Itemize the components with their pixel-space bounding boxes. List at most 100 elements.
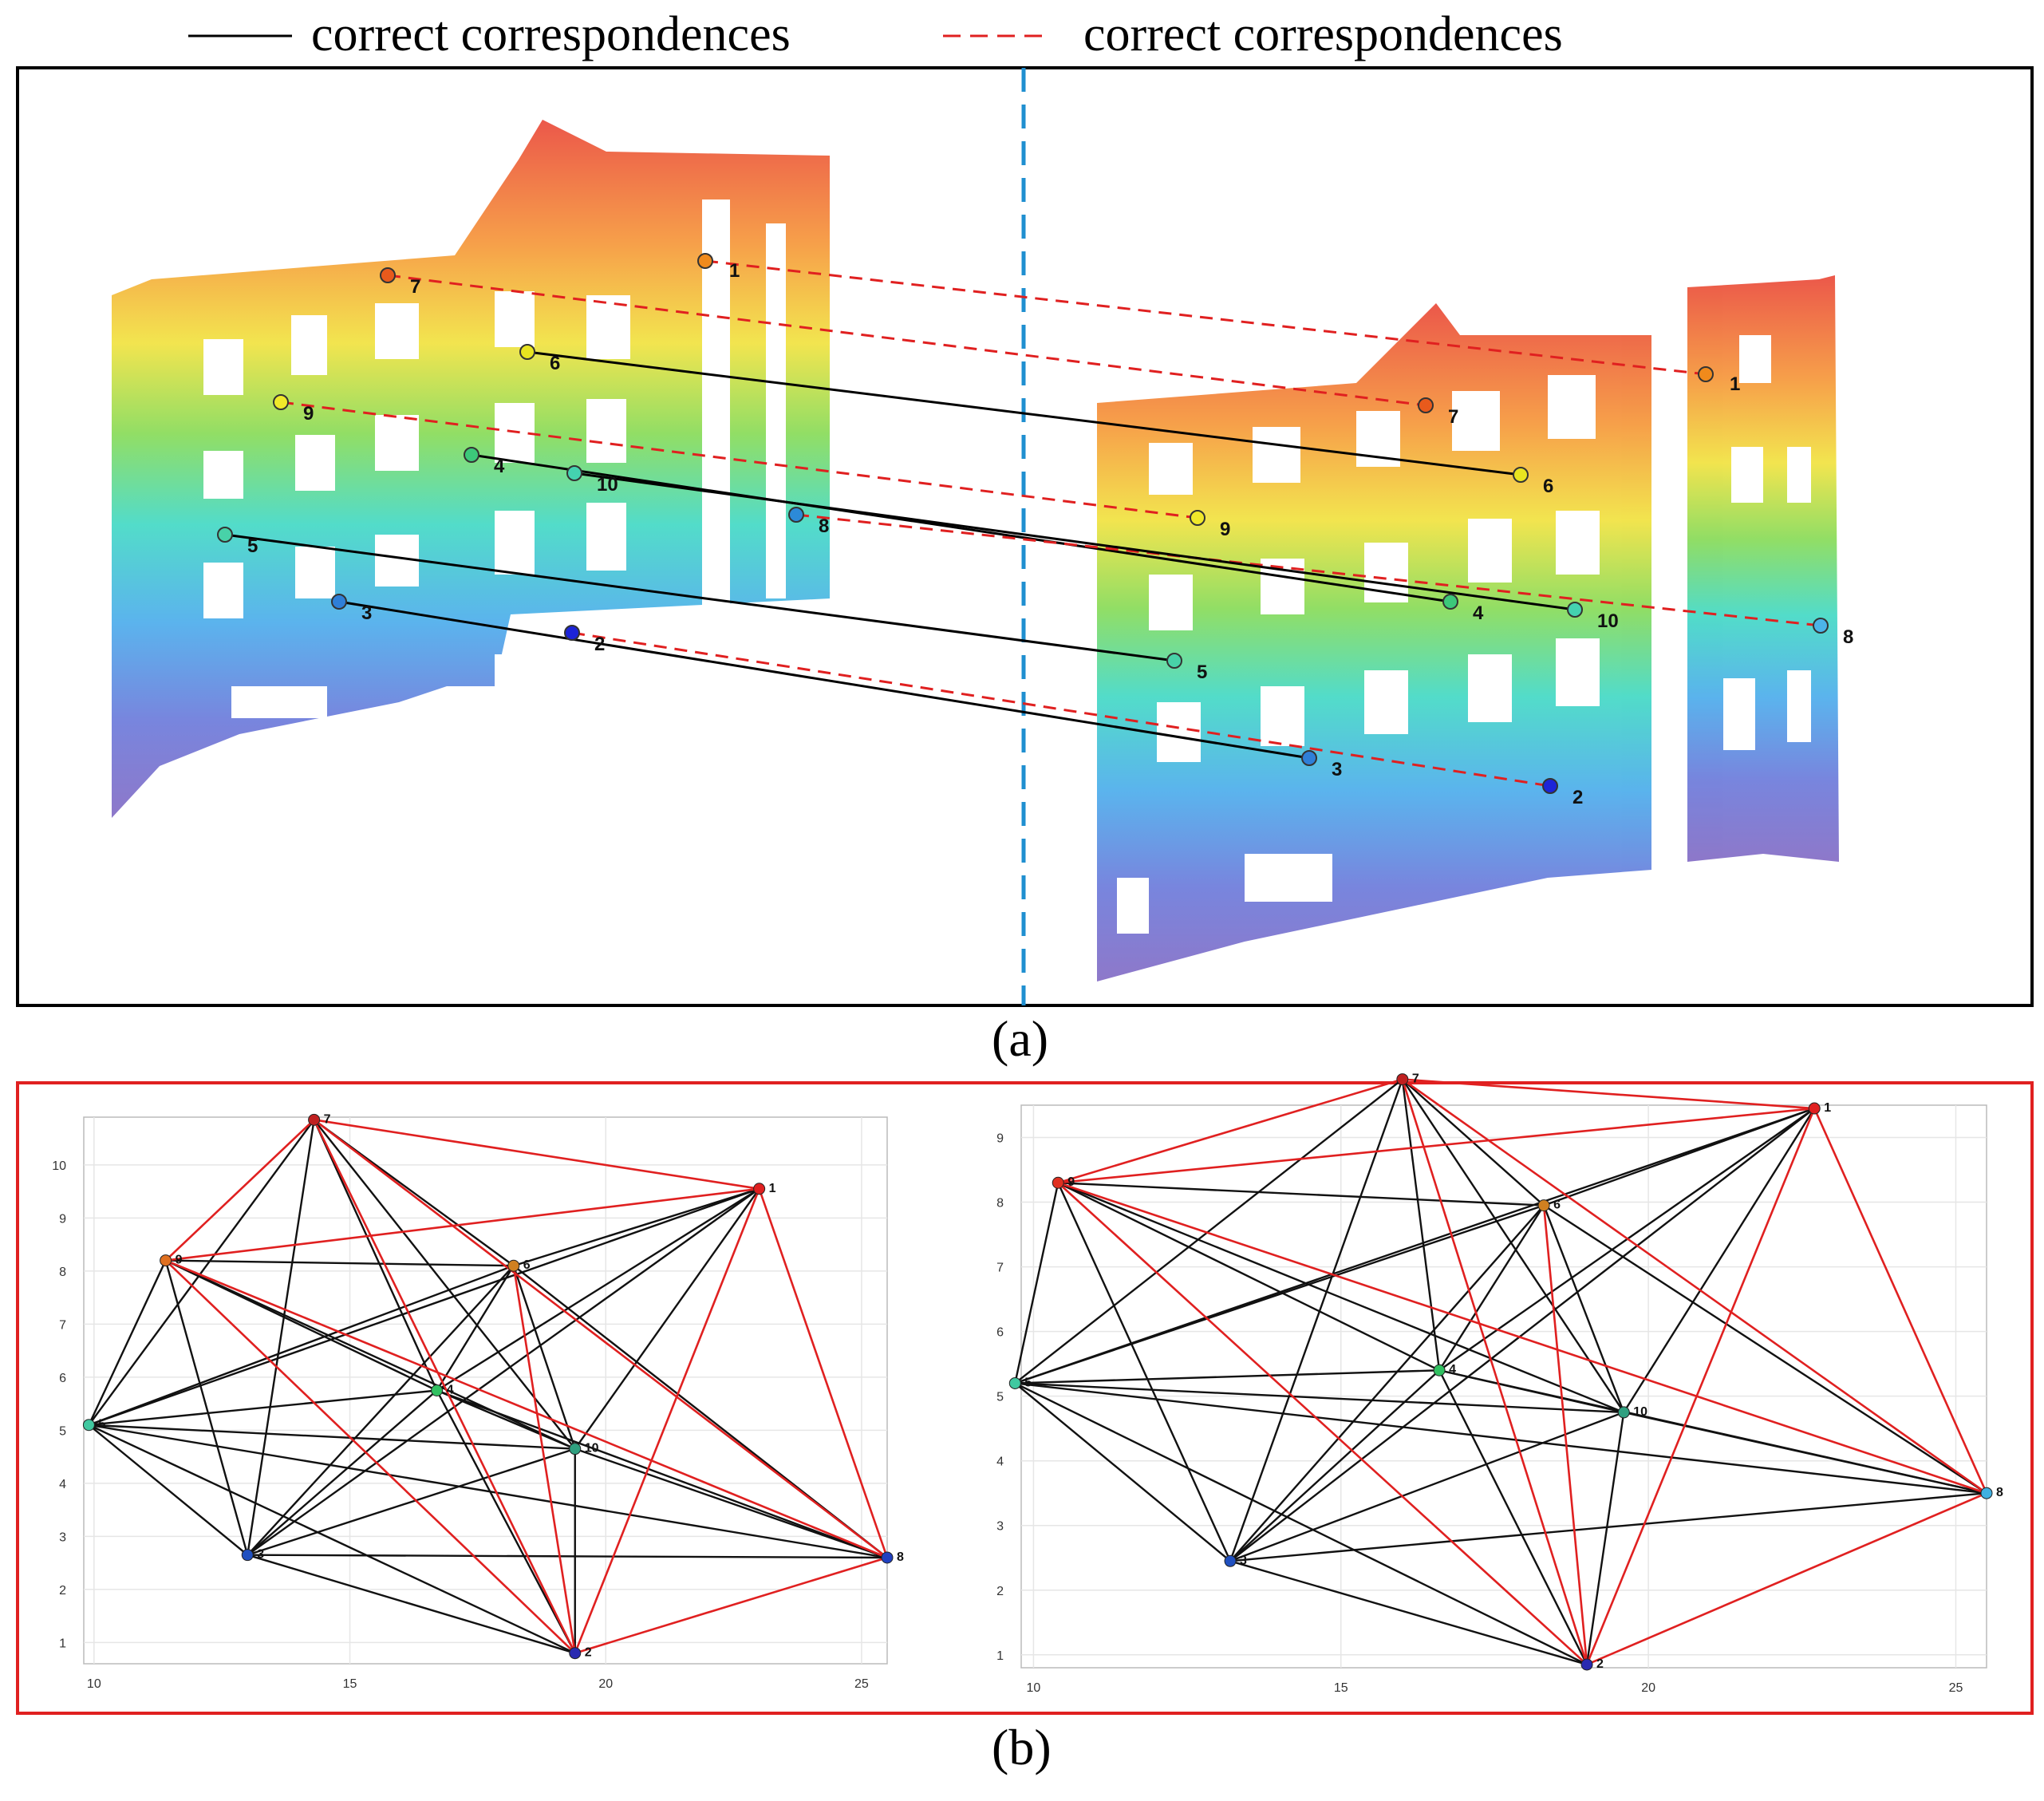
keypoint-label-left-2: 2: [594, 634, 605, 655]
edge-3-6: [247, 1265, 515, 1556]
edge-5-6: [1014, 1204, 1545, 1384]
edge-5-6: [88, 1265, 515, 1426]
y-tick-label: 8: [996, 1197, 1004, 1211]
caption-b: (b): [992, 1719, 1052, 1775]
x-tick-label: 20: [598, 1677, 613, 1691]
graph-node-8: [1980, 1487, 1993, 1499]
edge-3-9: [164, 1260, 249, 1555]
edge-5-8: [1015, 1382, 1987, 1495]
graph-node-label-10: 10: [585, 1442, 599, 1455]
keypoint-left-5: [217, 527, 233, 543]
x-tick-label: 25: [854, 1677, 869, 1691]
graph-node-4: [431, 1384, 444, 1396]
graph-node-label-1: 1: [769, 1182, 776, 1195]
keypoint-left-3: [331, 594, 347, 610]
edge-7-9: [164, 1119, 315, 1262]
keypoint-label-left-8: 8: [819, 515, 829, 537]
y-tick-label: 9: [59, 1212, 66, 1226]
edge-2-4: [436, 1389, 576, 1654]
edge-2-8: [1586, 1492, 1987, 1666]
graph-node-label-5: 5: [1024, 1376, 1032, 1389]
correspondence-lines: [224, 259, 1821, 788]
legend-dashed-label: correct correspondences: [1083, 7, 1563, 61]
y-tick-label: 9: [996, 1132, 1004, 1146]
keypoint-left-8: [788, 507, 804, 523]
keypoint-label-right-10: 10: [1597, 610, 1619, 632]
graph-node-7: [1396, 1073, 1409, 1086]
graph-node-label-9: 9: [176, 1254, 183, 1267]
keypoint-left-10: [566, 465, 582, 481]
legend-dashed-swatch: [943, 34, 1047, 38]
graph-node-7: [308, 1113, 321, 1126]
edge-3-10: [1229, 1411, 1624, 1562]
x-tick-label: 10: [87, 1677, 101, 1691]
black-edges: [1014, 1078, 1987, 1666]
y-tick-label: 7: [59, 1318, 66, 1332]
edge-9-10: [165, 1259, 576, 1450]
keypoint-label-right-8: 8: [1843, 626, 1853, 648]
correspondence-line-1: [704, 259, 1707, 376]
edge-2-3: [1229, 1560, 1588, 1666]
keypoint-label-left-1: 1: [729, 260, 740, 282]
right-windows: [1117, 335, 1811, 934]
edge-6-10: [1542, 1205, 1625, 1413]
correspondence-line-5: [224, 533, 1175, 662]
keypoint-label-right-6: 6: [1543, 476, 1553, 497]
keypoint-label-left-7: 7: [410, 276, 420, 298]
keypoint-left-9: [273, 394, 289, 410]
edge-4-9: [1057, 1182, 1440, 1372]
y-tick-label: 10: [52, 1159, 66, 1173]
keypoint-right-3: [1301, 750, 1317, 766]
correspondence-line-4: [471, 453, 1451, 603]
keypoint-label-right-1: 1: [1730, 373, 1740, 395]
edge-1-10: [574, 1188, 760, 1450]
edge-1-7: [1402, 1078, 1815, 1110]
panel-b-frame: [16, 1081, 2034, 1715]
correspondence-line-9: [280, 401, 1198, 519]
edge-1-9: [1058, 1107, 1815, 1184]
keypoint-label-right-9: 9: [1220, 519, 1230, 540]
legend-solid-label: correct correspondences: [311, 7, 791, 61]
y-tick-label: 4: [996, 1455, 1004, 1469]
keypoint-right-8: [1813, 618, 1829, 634]
edge-7-8: [1402, 1078, 1987, 1495]
correspondence-line-6: [527, 350, 1521, 476]
x-tick-label: 10: [1027, 1681, 1041, 1695]
y-tick-label: 3: [996, 1520, 1004, 1534]
y-tick-label: 8: [59, 1266, 66, 1279]
edge-7-8: [313, 1119, 888, 1559]
edge-5-7: [88, 1119, 315, 1426]
edge-4-10: [1438, 1369, 1624, 1414]
x-tick-label: 20: [1641, 1681, 1655, 1695]
edge-5-7: [1014, 1078, 1403, 1384]
edge-7-9: [1057, 1078, 1403, 1184]
keypoint-right-5: [1166, 653, 1182, 669]
edge-4-8: [436, 1389, 888, 1559]
graph-node-label-1: 1: [1824, 1101, 1831, 1115]
edge-3-5: [88, 1424, 249, 1556]
edge-6-10: [512, 1265, 576, 1450]
keypoint-left-2: [564, 625, 580, 641]
edge-3-7: [247, 1120, 315, 1555]
edge-5-10: [1015, 1382, 1624, 1414]
edge-2-9: [1057, 1182, 1588, 1665]
edge-5-9: [88, 1260, 167, 1426]
keypoint-label-left-6: 6: [550, 353, 560, 374]
keypoint-right-10: [1567, 602, 1583, 618]
keypoint-label-left-9: 9: [303, 403, 314, 425]
graph-node-label-8: 8: [897, 1550, 904, 1564]
graph-node-label-2: 2: [585, 1646, 592, 1660]
graph-node-5: [1008, 1376, 1021, 1389]
graph-node-2: [569, 1647, 582, 1660]
edge-1-3: [1229, 1108, 1815, 1562]
edge-4-5: [1015, 1369, 1440, 1384]
edge-2-6: [512, 1266, 577, 1653]
y-tick-label: 4: [59, 1478, 66, 1491]
left-point-cloud: [112, 120, 830, 818]
edge-1-7: [314, 1119, 760, 1191]
x-tick-label: 25: [1949, 1681, 1963, 1695]
edge-2-3: [247, 1554, 576, 1654]
edge-7-10: [1401, 1078, 1625, 1413]
edge-2-5: [88, 1424, 576, 1654]
graph-node-label-3: 3: [257, 1548, 264, 1562]
